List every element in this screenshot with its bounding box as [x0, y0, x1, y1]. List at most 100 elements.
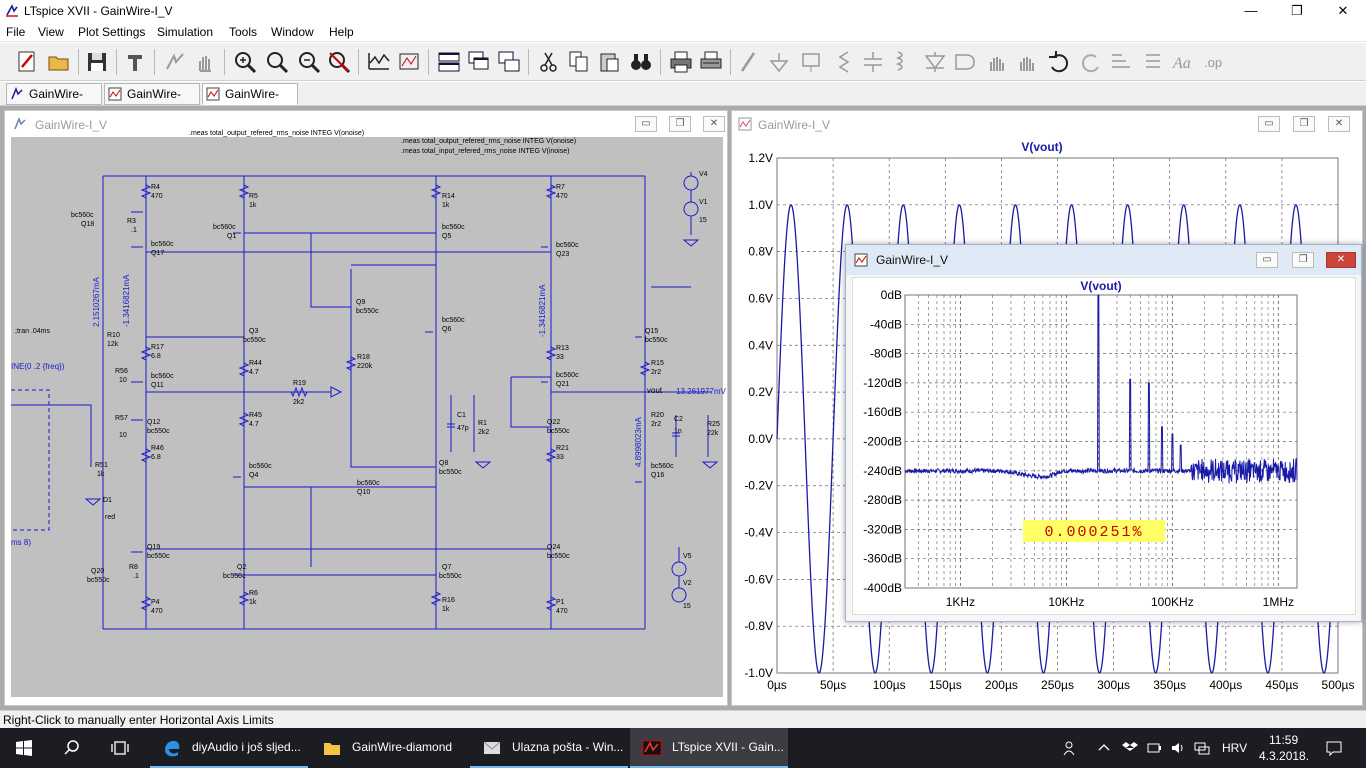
close-button[interactable]: ✕: [1337, 3, 1349, 18]
schematic-window[interactable]: GainWire-I_V ▭ ❐ ✕: [4, 110, 728, 706]
network-icon[interactable]: [1194, 740, 1210, 756]
notifications-icon[interactable]: [1326, 740, 1342, 757]
menu-help[interactable]: Help: [329, 25, 354, 39]
tab-schematic[interactable]: GainWire-I_V: [6, 83, 102, 121]
taskbar-item-ltspice[interactable]: LTspice XVII - Gain...: [630, 728, 788, 768]
child-minimize-button[interactable]: ▭: [1256, 252, 1278, 268]
directive-output-noise: .meas total_output_refered_rms_noise INT…: [401, 138, 576, 145]
zoom-cancel-icon[interactable]: [326, 49, 352, 75]
chevron-up-icon[interactable]: [1098, 742, 1110, 754]
print-preview-icon[interactable]: [698, 49, 724, 75]
child-restore-button[interactable]: ❐: [1292, 252, 1314, 268]
schematic-title-bar[interactable]: GainWire-I_V ▭ ❐ ✕: [5, 111, 727, 137]
child-close-button[interactable]: ✕: [1326, 252, 1356, 268]
print-icon[interactable]: [668, 49, 694, 75]
spice-directive-icon[interactable]: .op: [1202, 49, 1228, 75]
fft-title-bar[interactable]: GainWire-I_V ▭ ❐ ✕: [846, 245, 1361, 275]
find-binoculars-icon[interactable]: [628, 49, 654, 75]
svg-text:1k: 1k: [442, 606, 450, 613]
menu-file[interactable]: File: [6, 25, 26, 39]
undo-icon[interactable]: [1046, 49, 1072, 75]
battery-icon[interactable]: [1146, 740, 1162, 756]
save-icon[interactable]: [84, 49, 110, 75]
zoom-fit-icon[interactable]: [264, 49, 290, 75]
cascade-windows-icon[interactable]: [466, 49, 492, 75]
diode-icon[interactable]: [922, 49, 948, 75]
clock-date[interactable]: 4.3.2018.: [1259, 749, 1310, 763]
task-view-button[interactable]: [96, 728, 144, 768]
taskbar-item-mail[interactable]: Ulazna pošta - Win...: [470, 728, 628, 768]
fft-window[interactable]: GainWire-I_V ▭ ❐ ✕ V(vout) 0dB-40dB-80dB…: [845, 244, 1362, 622]
child-close-button[interactable]: ✕: [703, 116, 725, 132]
svg-text:V4: V4: [699, 171, 708, 178]
x-tick-label: 450µs: [1265, 678, 1298, 692]
child-minimize-button[interactable]: ▭: [635, 116, 657, 132]
waveform-icon: [108, 87, 122, 101]
rotate-icon[interactable]: [1108, 49, 1134, 75]
minimize-button[interactable]: —: [1244, 3, 1258, 18]
run-icon[interactable]: [162, 49, 188, 75]
menu-view[interactable]: View: [38, 25, 64, 39]
waveform-window-title: GainWire-I_V: [758, 118, 831, 132]
svg-text:Q3: Q3: [249, 328, 258, 335]
svg-text:1k: 1k: [249, 599, 257, 606]
cut-icon[interactable]: [536, 49, 562, 75]
zoom-out-icon[interactable]: [296, 49, 322, 75]
draw-wire-icon[interactable]: [736, 49, 762, 75]
move-hand-icon[interactable]: [984, 49, 1010, 75]
open-folder-icon[interactable]: [46, 49, 72, 75]
svg-text:Q18: Q18: [81, 221, 94, 228]
child-restore-button[interactable]: ❐: [669, 116, 691, 132]
child-close-button[interactable]: ✕: [1328, 116, 1350, 132]
taskbar-item-edge[interactable]: diyAudio i još sljed...: [150, 728, 308, 768]
resistor-icon[interactable]: [830, 49, 856, 75]
control-panel-icon[interactable]: [122, 49, 148, 75]
tile-horizontal-icon[interactable]: [436, 49, 462, 75]
label-net-icon[interactable]: [798, 49, 824, 75]
start-button[interactable]: [0, 728, 48, 768]
drag-hand-icon[interactable]: [1014, 49, 1040, 75]
distortion-measurement-box[interactable]: [1023, 520, 1165, 542]
mirror-icon[interactable]: [1140, 49, 1166, 75]
x-tick-label: 400µs: [1209, 678, 1242, 692]
fft-chart: V(vout) 0dB-40dB-80dB-120dB-160dB-200dB-…: [863, 279, 1298, 609]
menu-plot-settings[interactable]: Plot Settings: [78, 25, 146, 39]
paste-icon[interactable]: [596, 49, 622, 75]
new-schematic-icon[interactable]: [14, 49, 40, 75]
ground-icon[interactable]: [766, 49, 792, 75]
tab-plot-1[interactable]: GainWire-I_V: [104, 83, 200, 121]
child-restore-button[interactable]: ❐: [1293, 116, 1315, 132]
svg-text:Q20: Q20: [91, 568, 104, 575]
svg-text:Q15: Q15: [645, 328, 658, 335]
inductor-icon[interactable]: [890, 49, 916, 75]
svg-text:R18: R18: [357, 354, 370, 361]
fft-plot-area[interactable]: V(vout) 0dB-40dB-80dB-120dB-160dB-200dB-…: [852, 277, 1356, 615]
waveform-title-bar[interactable]: GainWire-I_V ▭ ❐ ✕: [732, 111, 1362, 137]
component-icon[interactable]: [952, 49, 978, 75]
search-button[interactable]: [48, 728, 96, 768]
menu-simulation[interactable]: Simulation: [157, 25, 214, 39]
tile-vertical-icon[interactable]: [496, 49, 522, 75]
svg-text:R5: R5: [249, 193, 258, 200]
autorange-icon[interactable]: [366, 49, 392, 75]
child-minimize-button[interactable]: ▭: [1258, 116, 1280, 132]
halt-hand-icon[interactable]: [192, 49, 218, 75]
schematic-canvas[interactable]: .meas total_output_refered_rms_noise INT…: [11, 130, 726, 697]
maximize-button[interactable]: ❐: [1291, 3, 1303, 18]
tab-plot-2[interactable]: GainWire-I_V: [202, 83, 298, 121]
copy-icon[interactable]: [566, 49, 592, 75]
svg-text:Q16: Q16: [651, 472, 664, 479]
capacitor-icon[interactable]: [860, 49, 886, 75]
volume-icon[interactable]: [1170, 740, 1186, 756]
redo-icon[interactable]: [1078, 49, 1104, 75]
clock-time[interactable]: 11:59: [1269, 733, 1299, 747]
text-icon[interactable]: Aa: [1170, 49, 1196, 75]
taskbar-item-explorer[interactable]: GainWire-diamond: [310, 728, 468, 768]
menu-window[interactable]: Window: [271, 25, 314, 39]
zoom-in-icon[interactable]: [232, 49, 258, 75]
pick-visible-traces-icon[interactable]: [396, 49, 422, 75]
menu-tools[interactable]: Tools: [229, 25, 258, 39]
dropbox-icon[interactable]: [1122, 740, 1138, 756]
people-icon[interactable]: [1062, 740, 1078, 756]
language-indicator[interactable]: HRV: [1222, 741, 1248, 755]
